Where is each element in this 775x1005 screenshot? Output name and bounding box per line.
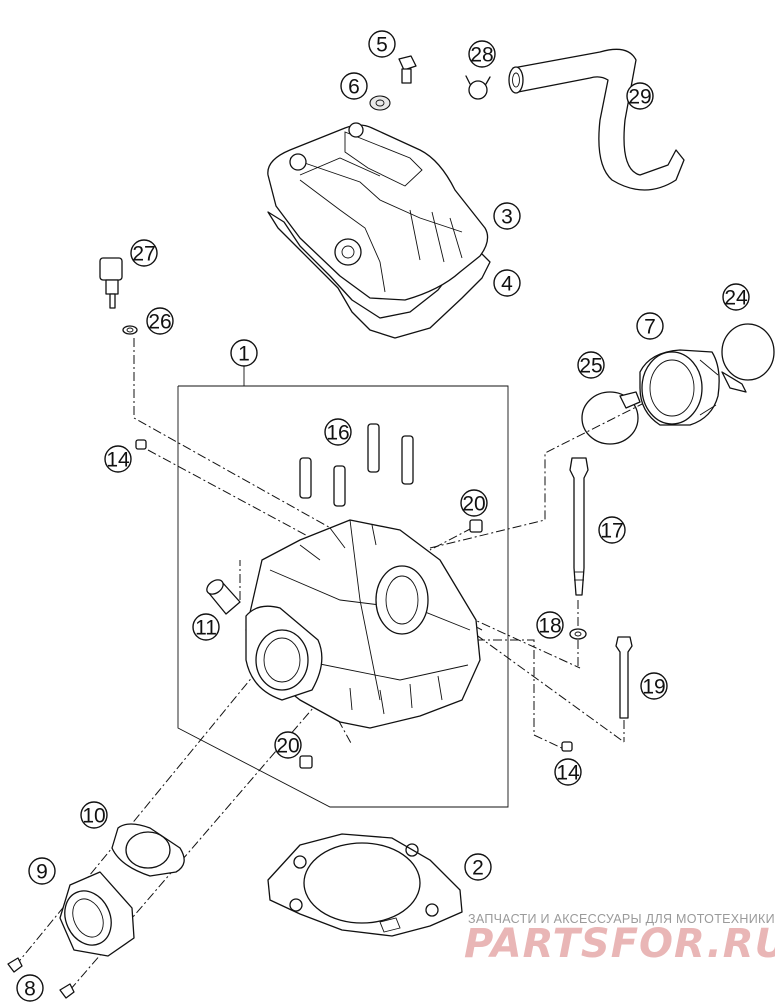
callout-3: 3 xyxy=(493,202,521,230)
cylinder-head xyxy=(245,519,481,729)
callout-1: 1 xyxy=(230,339,258,367)
svg-text:10: 10 xyxy=(82,805,105,828)
callout-19: 19 xyxy=(640,672,668,700)
callout-24: 24 xyxy=(722,283,750,311)
head-gasket xyxy=(267,833,463,937)
stud-washer xyxy=(569,628,587,640)
svg-text:3: 3 xyxy=(501,206,513,229)
callout-25: 25 xyxy=(577,351,605,379)
valve-guides xyxy=(299,423,414,507)
svg-text:6: 6 xyxy=(348,76,360,99)
dowel-upper xyxy=(469,519,483,533)
svg-text:8: 8 xyxy=(24,978,36,1001)
callout-28: 28 xyxy=(468,40,496,68)
plug-lower-right xyxy=(561,741,573,752)
svg-text:19: 19 xyxy=(642,676,665,699)
valve-cover xyxy=(267,122,491,339)
cylinder-stud xyxy=(569,457,589,596)
cylinder-head-frame xyxy=(177,364,509,808)
intake-manifold xyxy=(59,871,135,957)
svg-text:20: 20 xyxy=(462,493,485,516)
callout-4: 4 xyxy=(493,269,521,297)
svg-text:24: 24 xyxy=(724,287,748,310)
callout-11: 11 xyxy=(192,613,220,641)
svg-text:2: 2 xyxy=(472,857,484,880)
sensor-washer xyxy=(122,325,138,335)
svg-text:11: 11 xyxy=(195,617,217,640)
callout-7: 7 xyxy=(636,312,664,340)
svg-text:26: 26 xyxy=(148,311,171,334)
svg-text:9: 9 xyxy=(36,861,48,884)
temperature-sensor xyxy=(99,257,123,309)
callout-29: 29 xyxy=(626,82,654,110)
intake-gasket xyxy=(111,823,185,877)
dowel-lower xyxy=(299,755,313,769)
bushing xyxy=(206,579,241,615)
manifold-screws xyxy=(7,957,75,999)
callout-5: 5 xyxy=(368,30,396,58)
head-bolt xyxy=(615,636,633,719)
callout-2: 2 xyxy=(464,853,492,881)
watermark-brand: PARTSFOR.RU xyxy=(464,921,775,967)
callout-10: 10 xyxy=(80,801,108,829)
svg-text:20: 20 xyxy=(276,735,299,758)
watermark-tagline: ЗАПЧАСТИ И АКСЕССУАРЫ ДЛЯ МОТОТЕХНИКИ xyxy=(468,912,775,926)
plug-upper-left xyxy=(135,439,147,450)
svg-text:16: 16 xyxy=(326,422,349,445)
svg-text:25: 25 xyxy=(579,355,602,378)
svg-text:14: 14 xyxy=(106,449,130,472)
svg-text:29: 29 xyxy=(628,86,651,109)
callout-9: 9 xyxy=(28,857,56,885)
callout-27: 27 xyxy=(130,239,158,267)
callout-20-lower: 20 xyxy=(274,731,302,759)
callout-26: 26 xyxy=(146,307,174,335)
callout-16: 16 xyxy=(324,418,352,446)
svg-text:17: 17 xyxy=(600,520,623,543)
callout-18: 18 xyxy=(536,611,564,639)
callout-14-upper: 14 xyxy=(104,445,132,473)
svg-text:5: 5 xyxy=(376,34,388,57)
svg-text:14: 14 xyxy=(556,762,580,785)
svg-text:27: 27 xyxy=(132,243,155,266)
svg-text:18: 18 xyxy=(538,615,561,638)
svg-text:28: 28 xyxy=(470,44,493,67)
intake-flange xyxy=(639,349,720,426)
callout-6: 6 xyxy=(340,72,368,100)
svg-text:4: 4 xyxy=(501,273,513,296)
breather-hose xyxy=(508,48,685,191)
hose-clamp-small xyxy=(465,75,491,100)
svg-text:7: 7 xyxy=(644,316,656,339)
callout-14-lower: 14 xyxy=(554,758,582,786)
callout-8: 8 xyxy=(16,974,44,1002)
callout-17: 17 xyxy=(598,516,626,544)
svg-text:1: 1 xyxy=(238,343,250,366)
cover-washer xyxy=(369,95,391,111)
intake-clamp-small xyxy=(581,391,641,445)
cover-screw xyxy=(398,55,417,84)
callout-20-upper: 20 xyxy=(460,489,488,517)
intake-clamp-large xyxy=(721,323,775,393)
